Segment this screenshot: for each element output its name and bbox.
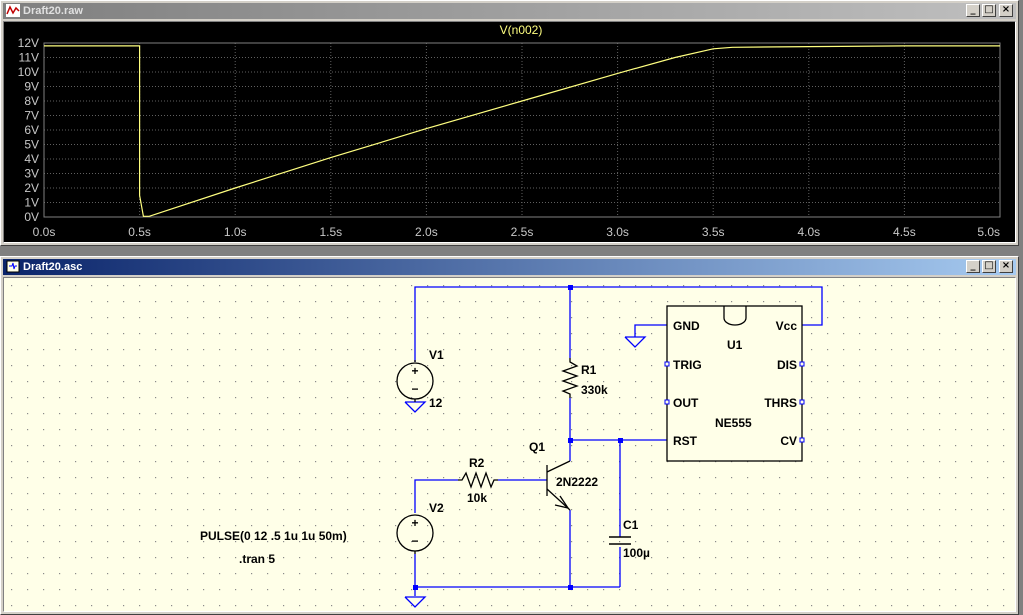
y-tick-label: 5V (24, 138, 39, 152)
pin-trig-label: TRIG (673, 358, 702, 372)
trace-label-vn002[interactable]: V(n002) (500, 23, 543, 37)
voltage-source-v1[interactable]: + − (396, 360, 434, 402)
schematic-canvas[interactable]: + − V1 12 + − V2 R1 330k R2 10k (3, 277, 1016, 612)
schematic-titlebar[interactable]: Draft20.asc _ □ × (3, 259, 1016, 275)
x-tick-label: 1.5s (319, 225, 342, 239)
y-tick-label: 8V (24, 94, 39, 108)
x-axis-ticks: 0.0s 0.5s 1.0s 1.5s 2.0s 2.5s 3.0s 3.5s 4.0s 4.5s… (33, 225, 1000, 239)
resistor-r2[interactable] (458, 471, 498, 489)
ic-u1-ne555[interactable]: GND Vcc U1 TRIG DIS OUT THRS NE555 RST C… (664, 305, 805, 462)
junctions (413, 285, 623, 590)
ground-icon[interactable] (624, 336, 647, 348)
schematic-window: Draft20.asc _ □ × (0, 256, 1019, 615)
maximize-button[interactable]: □ (982, 4, 996, 17)
pin-out-label: OUT (673, 396, 699, 410)
y-tick-label: 0V (24, 210, 39, 224)
resistor-r1[interactable] (561, 358, 579, 398)
x-tick-label: 0.5s (128, 225, 151, 239)
v1-value[interactable]: 12 (429, 396, 443, 410)
q1-ref[interactable]: Q1 (529, 440, 545, 454)
ground-icon[interactable] (404, 596, 427, 608)
y-tick-label: 6V (24, 123, 39, 137)
u1-ref[interactable]: U1 (727, 338, 743, 352)
minus-sign: − (411, 534, 418, 548)
close-button[interactable]: × (999, 260, 1013, 273)
maximize-button[interactable]: □ (982, 260, 996, 273)
v1-ref[interactable]: V1 (429, 348, 444, 362)
schematic-app-icon (6, 260, 20, 273)
x-tick-label: 4.5s (893, 225, 916, 239)
pin-dis-label: DIS (777, 358, 797, 372)
waveform-titlebar[interactable]: Draft20.raw _ □ × (3, 3, 1016, 19)
x-tick-label: 5.0s (977, 225, 1000, 239)
y-tick-label: 10V (18, 65, 39, 79)
r1-value[interactable]: 330k (581, 383, 608, 397)
wires (414, 286, 823, 596)
y-tick-label: 11V (19, 51, 39, 65)
trace-vn002[interactable] (44, 45, 1000, 217)
plot-frame (43, 42, 1001, 218)
y-tick-label: 1V (24, 196, 39, 210)
u1-value[interactable]: NE555 (715, 416, 752, 430)
capacitor-c1[interactable] (609, 536, 631, 545)
waveform-window-title: Draft20.raw (23, 5, 83, 17)
pin-vcc-label: Vcc (776, 319, 798, 333)
plus-sign: + (411, 516, 418, 530)
x-tick-label: 1.0s (224, 225, 247, 239)
y-tick-label: 4V (24, 152, 39, 166)
y-tick-label: 2V (24, 181, 39, 195)
c1-value[interactable]: 100µ (623, 546, 650, 560)
pin-rst-label: RST (673, 434, 698, 448)
pin-thrs-label: THRS (764, 396, 797, 410)
x-tick-label: 3.5s (702, 225, 725, 239)
q1-value[interactable]: 2N2222 (556, 475, 598, 489)
c1-ref[interactable]: C1 (623, 518, 639, 532)
voltage-source-v2[interactable]: + − (396, 514, 434, 554)
grid-dots (4, 278, 1015, 611)
x-tick-label: 3.0s (606, 225, 629, 239)
x-tick-label: 4.0s (797, 225, 820, 239)
y-tick-label: 3V (24, 167, 39, 181)
plus-sign: + (411, 364, 418, 378)
minus-sign: − (411, 382, 418, 396)
y-tick-label: 9V (24, 80, 39, 94)
y-tick-label: 12V (18, 36, 39, 50)
r2-ref[interactable]: R2 (469, 456, 485, 470)
v2-ref[interactable]: V2 (429, 501, 444, 515)
minimize-button[interactable]: _ (966, 4, 980, 17)
x-tick-label: 0.0s (33, 225, 56, 239)
x-tick-label: 2.0s (415, 225, 438, 239)
x-tick-label: 2.5s (511, 225, 534, 239)
waveform-app-icon (6, 4, 20, 17)
plot-background (4, 22, 1015, 242)
r1-ref[interactable]: R1 (581, 363, 597, 377)
tran-directive[interactable]: .tran 5 (239, 552, 275, 566)
schematic-drawing[interactable]: + − V1 12 + − V2 R1 330k R2 10k (4, 278, 1016, 612)
pin-gnd-label: GND (673, 319, 700, 333)
pulse-source-spec[interactable]: PULSE(0 12 .5 1u 1u 50m) (200, 529, 347, 543)
close-button[interactable]: × (999, 4, 1013, 17)
schematic-window-title: Draft20.asc (23, 261, 83, 273)
pin-cv-label: CV (780, 434, 797, 448)
transistor-q1[interactable] (546, 460, 571, 511)
y-tick-label: 7V (24, 109, 39, 123)
minimize-button[interactable]: _ (966, 260, 980, 273)
r2-value[interactable]: 10k (467, 491, 487, 505)
